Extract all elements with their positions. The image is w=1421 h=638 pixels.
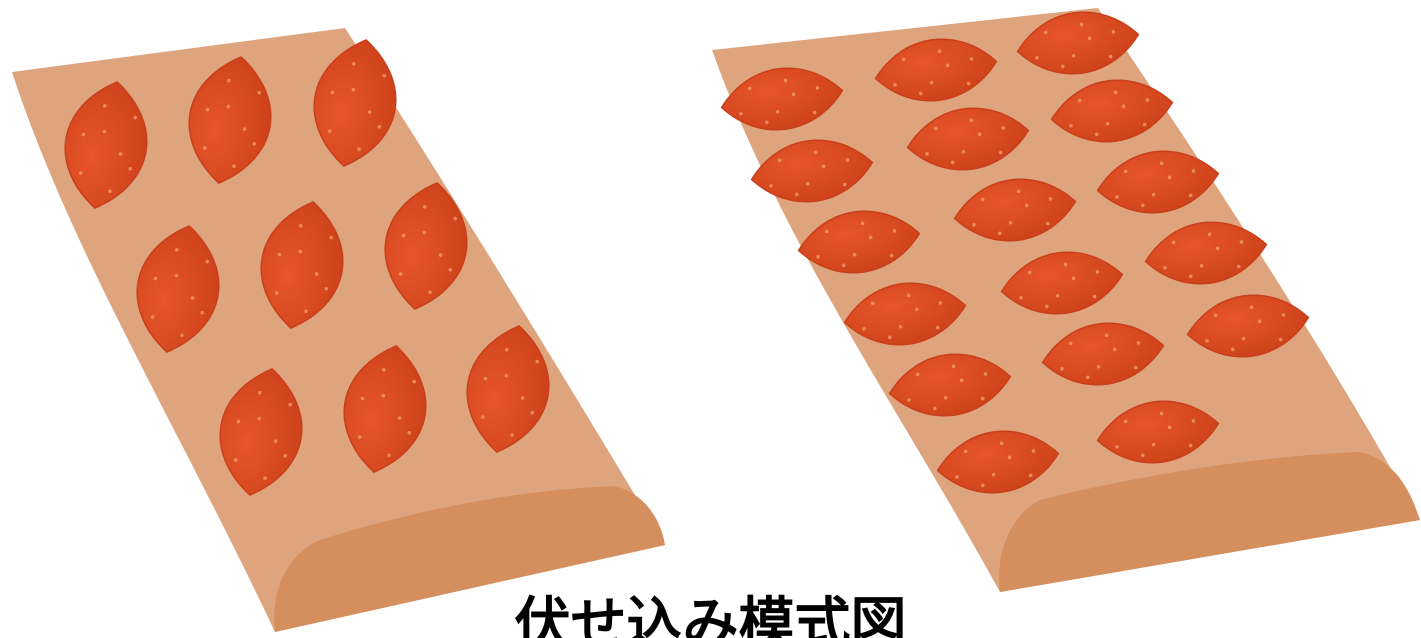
left-seedbed [12, 28, 665, 632]
right-seedbed [712, 4, 1420, 592]
diagram-caption: 伏せ込み模式図 [0, 590, 1421, 638]
